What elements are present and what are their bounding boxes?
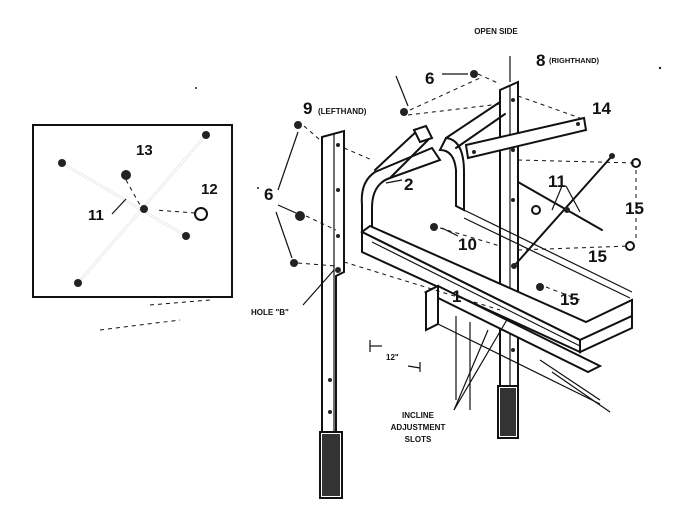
bolt-6-icon xyxy=(294,121,302,129)
label-11: 11 xyxy=(548,172,566,191)
speckle xyxy=(658,66,662,70)
dashed-guides xyxy=(297,73,637,311)
bolt-6-icon xyxy=(295,211,305,221)
screw-13-icon xyxy=(121,170,131,180)
inset-label-13: 13 xyxy=(136,142,153,159)
rod-11 xyxy=(511,153,615,269)
bolt-6-icon xyxy=(400,108,408,116)
label-hole-b: HOLE "B" xyxy=(251,308,289,317)
speckle xyxy=(195,87,197,89)
screw-11-icon xyxy=(531,205,541,215)
label-6-top: 6 xyxy=(425,69,434,88)
label-8-note: (RIGHTHAND) xyxy=(549,56,599,65)
label-10: 10 xyxy=(458,235,477,254)
label-8: 8 xyxy=(536,51,545,70)
label-15-low: 15 xyxy=(560,290,579,309)
label-2: 2 xyxy=(404,175,413,194)
inset-label-12: 12 xyxy=(201,181,218,198)
nut-15-icon xyxy=(536,283,544,291)
label-9-note: (LEFTHAND) xyxy=(318,107,367,116)
label-incline-3: SLOTS xyxy=(405,435,432,444)
bolt-6-icon xyxy=(290,259,298,267)
base-frame xyxy=(423,284,611,413)
label-14: 14 xyxy=(592,99,611,118)
label-15-right: 15 xyxy=(625,199,644,218)
trough-1 xyxy=(360,209,633,354)
inset-detail xyxy=(32,124,233,331)
label-dimension: 12" xyxy=(386,353,399,362)
screw-10-icon xyxy=(430,223,438,231)
inset-label-11: 11 xyxy=(88,207,104,224)
leader-lines xyxy=(275,56,581,411)
label-1: 1 xyxy=(452,287,461,306)
curved-frame-2 xyxy=(360,101,506,242)
left-post-9 xyxy=(319,129,345,499)
nut-12-icon xyxy=(194,207,208,221)
label-incline-1: INCLINE xyxy=(402,411,435,420)
speckle xyxy=(257,187,259,189)
label-incline-2: ADJUSTMENT xyxy=(391,423,446,432)
brace-14 xyxy=(464,116,588,160)
bolt-6-icon xyxy=(470,70,478,78)
label-9: 9 xyxy=(303,99,312,118)
label-open-side: OPEN SIDE xyxy=(474,27,518,36)
label-15-mid: 15 xyxy=(588,247,607,266)
label-6-left: 6 xyxy=(264,185,273,204)
